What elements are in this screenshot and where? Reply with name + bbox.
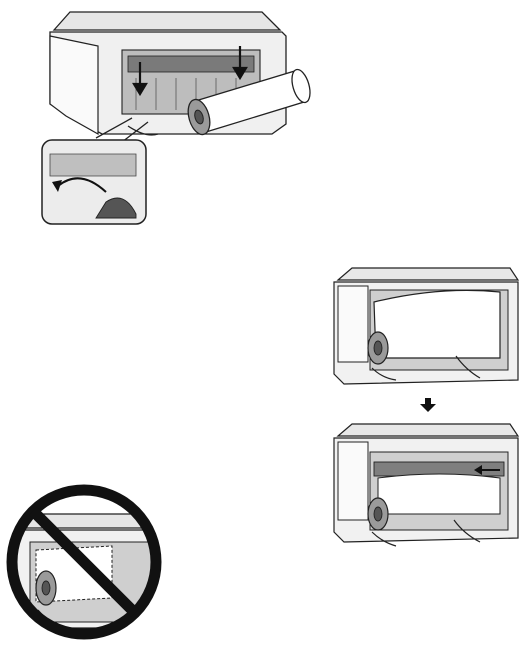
roll-feeding-illustration <box>330 422 520 554</box>
incorrect-loading-illustration <box>2 478 166 644</box>
down-arrow-icon <box>419 398 437 412</box>
roll-loaded-illustration <box>330 266 520 392</box>
roll-attach-illustration <box>36 6 336 228</box>
